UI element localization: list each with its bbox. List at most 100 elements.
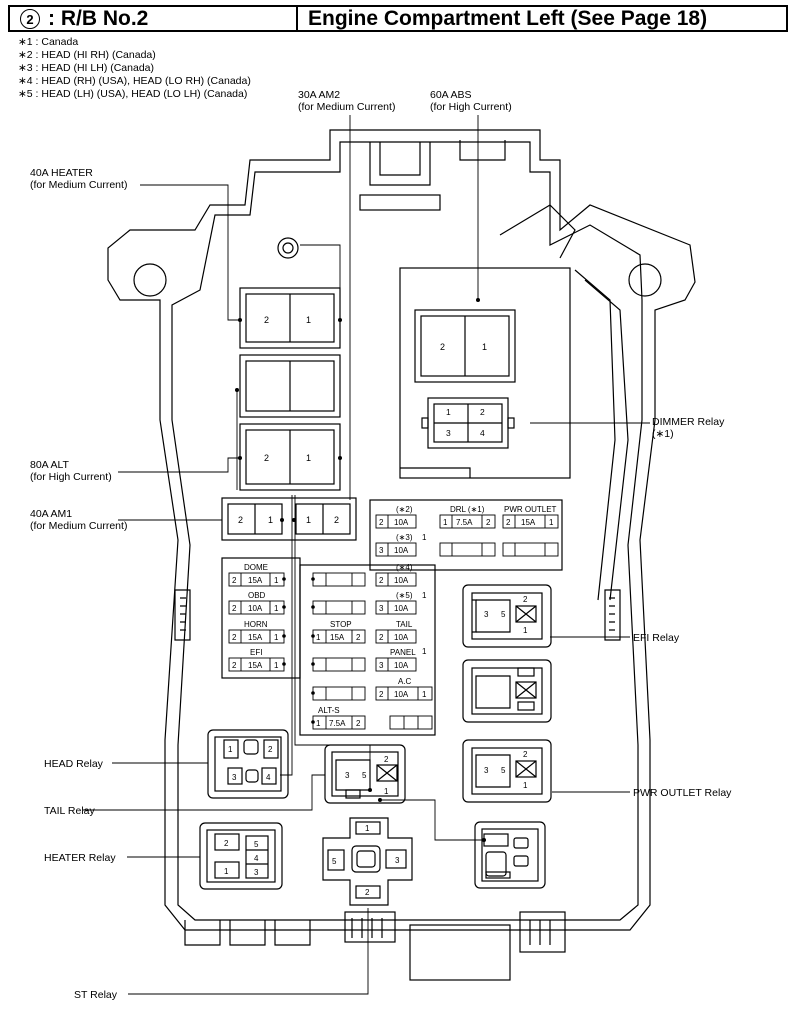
fuse-horn-label: HORN [244,620,268,629]
abs-fusible-link [414,309,516,383]
pin-label: 1 [422,533,427,542]
fuse-tail-rating: 10A [394,633,409,642]
pin-label: 1 [306,315,311,325]
tail-relay-label: TAIL Relay [44,805,96,817]
st-relay-label: ST Relay [74,989,118,1001]
am1-sub: (for Medium Current) [30,520,127,532]
pin-label: 2 [379,633,384,642]
pin-label: 2 [379,576,384,585]
am1-label: 40A AM1 [30,508,72,520]
note-1: ∗1 : Canada [18,36,79,48]
pin-label: 1 [523,626,528,635]
fuse-note5-label: (∗5) [396,591,413,600]
pin-label: 2 [232,604,237,613]
heater-fuse-sub: (for Medium Current) [30,179,127,191]
pin-label: 2 [356,633,361,642]
head-relay [207,729,289,799]
dimmer-relay-label: DIMMER Relay [652,416,725,428]
pin-label: 1 [274,604,279,613]
fuse-rating: 10A [394,604,409,613]
fuse-rating: 10A [394,576,409,585]
pin-label: 2 [480,407,485,417]
pin-label: 2 [384,755,389,764]
right-fuse-column [375,514,433,730]
pin-label: 3 [379,546,384,555]
abs-sub: (for High Current) [430,101,512,113]
fuse-panel-label: PANEL [390,648,416,657]
fuse-efi-rating: 15A [248,661,263,670]
pin-label: 2 [232,661,237,670]
efi-relay-label: EFI Relay [633,632,680,644]
pin-label: 2 [238,515,243,525]
fuse-stop-rating: 15A [330,633,345,642]
pin-label: 1 [224,867,229,876]
fuse-pwr-outlet-label: PWR OUTLET [504,505,557,514]
pin-label: 2 [379,518,384,527]
pin-label: 1 [306,515,311,525]
top-right-fuses [439,514,559,557]
fusible-links [221,287,516,541]
pin-label: 4 [254,854,259,863]
pin-label: 1 [422,591,427,600]
unlabeled-relay [462,659,552,723]
fuse-dome-rating: 15A [248,576,263,585]
pin-label: 3 [379,604,384,613]
efi-relay [462,584,552,648]
pin-label: 1 [316,633,321,642]
pin-label: 3 [232,773,237,782]
fuse-note4-label: (∗4) [396,563,413,572]
pin-label: 2 [232,576,237,585]
pin-label: 1 [316,719,321,728]
fuse-obd-rating: 10A [248,604,263,613]
pin-label: 1 [274,576,279,585]
callout-labels: 30A AM2 (for Medium Current) 60A ABS (fo… [30,89,732,1001]
fuse-efi-label: EFI [250,648,262,657]
pwr-outlet-relay [462,739,552,803]
pin-label: 5 [501,610,506,619]
pin-label: 1 [523,781,528,790]
pin-label: 2 [365,888,370,897]
pin-label: 1 [443,518,448,527]
block-location: Engine Compartment Left (See Page 18) [308,6,708,30]
pin-label: 3 [254,868,259,877]
fuse-obd-label: OBD [248,591,266,600]
pin-label: 3 [379,661,384,670]
pin-label: 1 [384,787,389,796]
fuse-pwr-outlet-rating: 15A [521,518,536,527]
leader-lines [83,115,650,995]
pin-label: 1 [482,342,487,352]
am1-fusible-link [221,497,357,541]
pin-label: 2 [232,633,237,642]
pin-label: 2 [264,453,269,463]
fuse-alts-rating: 7.5A [329,719,346,728]
heater-relay-label: HEATER Relay [44,852,116,864]
fuse-panel-rating: 10A [394,661,409,670]
pin-label: 3 [446,428,451,438]
abs-label: 60A ABS [430,89,471,101]
note-4: ∗4 : HEAD (RH) (USA), HEAD (LO RH) (Cana… [18,75,251,87]
dimmer-relay [421,397,515,449]
pin-label: 2 [224,839,229,848]
fuse-dome-label: DOME [244,563,268,572]
pin-label: 1 [306,453,311,463]
relay-block-title: 2 : R/B No.2 [10,7,298,30]
pin-label: 1 [228,745,233,754]
fuse-stop-label: STOP [330,620,352,629]
dimmer-relay-sub: (∗1) [652,428,674,440]
block-title-text: : R/B No.2 [48,6,149,30]
am2-label: 30A AM2 [298,89,340,101]
pin-label: 3 [484,610,489,619]
pin-label: 2 [506,518,511,527]
fuse-note2-label: (∗2) [396,505,413,514]
pin-label: 1 [365,824,370,833]
pin-label: 1 [422,647,427,656]
pin-label: 1 [274,661,279,670]
pin-label: 5 [362,771,367,780]
alt-sub: (for High Current) [30,471,112,483]
note-2: ∗2 : HEAD (HI RH) (Canada) [18,49,156,61]
heater-relay [199,822,283,890]
head-relay-label: HEAD Relay [44,758,104,770]
bottom-right-relay [474,821,546,889]
pin-label: 2 [264,315,269,325]
